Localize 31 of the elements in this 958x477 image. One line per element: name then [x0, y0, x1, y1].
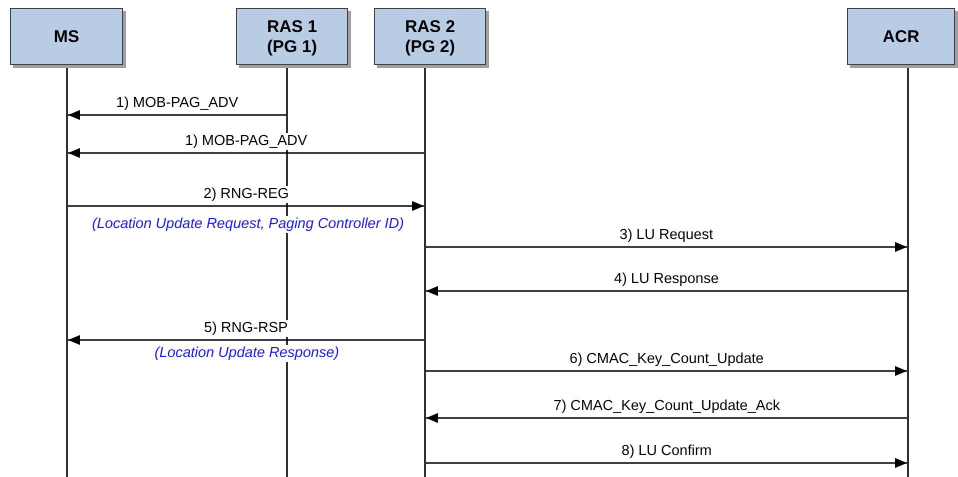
lifeline	[66, 65, 68, 477]
message-label: 4) LU Response	[612, 271, 721, 288]
lifeline	[907, 65, 909, 477]
lifeline	[424, 65, 426, 477]
message-label: 2) RNG-REG	[202, 186, 291, 203]
message-label: 8) LU Confirm	[620, 443, 714, 460]
message-label: 6) CMAC_Key_Count_Update	[568, 351, 766, 368]
message-label: 7) CMAC_Key_Count_Update_Ack	[552, 398, 782, 415]
message-arrow	[426, 413, 907, 423]
participant-name: RAS 1 (PG 1)	[266, 16, 318, 56]
participant-name: RAS 2 (PG 2)	[404, 16, 456, 56]
message-arrow	[68, 201, 424, 211]
message-arrow	[426, 242, 907, 252]
message-arrow	[426, 458, 907, 468]
message-label: 3) LU Request	[618, 227, 715, 244]
message-arrow	[68, 148, 424, 158]
message-label: 1) MOB-PAG_ADV	[114, 95, 240, 112]
participant-box	[374, 8, 486, 65]
participant-box	[236, 8, 348, 65]
message-arrow	[68, 110, 286, 120]
participant-box	[10, 8, 123, 65]
message-label: 5) RNG-RSP	[202, 320, 290, 337]
message-label: 1) MOB-PAG_ADV	[183, 133, 310, 150]
participant-name: ACR	[882, 26, 920, 46]
parameter-note: (Location Update Request, Paging Controller ID)	[90, 216, 406, 233]
participant-name: MS	[54, 26, 80, 46]
message-arrow	[426, 286, 907, 296]
participant-box	[847, 8, 955, 65]
message-arrow	[68, 335, 424, 345]
message-arrow	[426, 366, 907, 376]
parameter-note: (Location Update Response)	[152, 345, 342, 362]
